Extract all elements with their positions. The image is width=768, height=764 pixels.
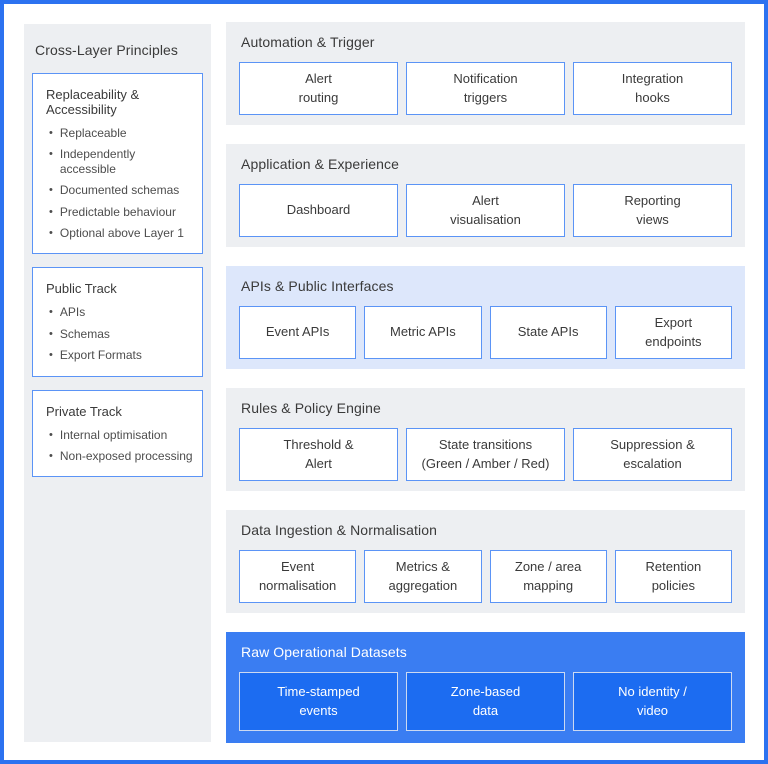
layer-title: Raw Operational Datasets (241, 644, 407, 660)
bullet-label: Non-exposed processing (59, 448, 193, 463)
bullet-item-internal-optimisation: • Internal optimisation (49, 428, 194, 442)
bullet-label: Schemas (59, 326, 110, 341)
bullet-item-predictable-behaviour: • Predictable behaviour (49, 205, 194, 219)
bullet-item-independently-accessible: • Independently accessible (49, 147, 194, 176)
bullet-marker-icon: • (49, 449, 53, 462)
bullet-marker-icon: • (49, 428, 53, 441)
bullet-item-export-formats: • Export Formats (49, 348, 194, 362)
bullet-item-non-exposed-processing: • Non-exposed processing (49, 449, 194, 463)
bullet-marker-icon: • (49, 205, 53, 218)
bullet-marker-icon: • (49, 327, 53, 340)
bullet-item-documented-schemas: • Documented schemas (49, 183, 194, 197)
principle-card-public-track: Public Track • APIs • Schemas • Export Formats (32, 267, 203, 377)
bullet-item-replaceable: • Replaceable (49, 126, 194, 140)
principle-card-private-track: Private Track • Internal optimisation • Non-… (32, 389, 203, 478)
card-title: Replaceability & Accessibility (46, 87, 140, 117)
bullet-label: Export Formats (59, 348, 142, 363)
box-metric-apis: Metric APIs (364, 306, 482, 359)
bullet-marker-icon: • (49, 127, 53, 139)
principle-card-replaceability-accessibility: Replaceability & Accessibility • Replaceab… (32, 73, 203, 255)
bullet-item-apis: • APIs (49, 305, 194, 319)
layer-title: Application & Experience (241, 156, 400, 172)
box-suppression-escalation: Suppression &escalation (573, 428, 732, 481)
box-event-apis: Event APIs (239, 306, 357, 359)
bullet-label: Replaceable (59, 126, 127, 140)
layer-title: Rules & Policy Engine (241, 400, 381, 416)
bullet-label: Optional above Layer 1 (59, 225, 184, 240)
layer-title: Automation & Trigger (241, 34, 375, 50)
box-state-apis: State APIs (489, 306, 607, 359)
layer-title: APIs & Public Interfaces (241, 278, 394, 294)
bullet-label: APIs (59, 305, 86, 320)
bullet-label: Documented schemas (59, 183, 180, 198)
box-state-transitions-green-amber-red: State transitions(Green / Amber / Red) (406, 428, 565, 481)
layer-title: Data Ingestion & Normalisation (241, 522, 437, 538)
bullet-marker-icon: • (49, 148, 53, 161)
box-threshold-alert: Threshold &Alert (239, 428, 398, 481)
bullet-marker-icon: • (49, 184, 53, 197)
bullet-item-optional-above-layer-1: • Optional above Layer 1 (49, 226, 194, 240)
box-no-identity-video: No identity /video (573, 672, 732, 731)
sidebar-title: Cross-Layer Principles (35, 42, 179, 58)
bullet-marker-icon: • (49, 349, 53, 362)
box-dashboard: Dashboard (239, 184, 398, 237)
card-title: Private Track (46, 403, 122, 419)
principle-card-list: Replaceability & Accessibility • Replaceab… (32, 73, 203, 478)
card-title: Public Track (46, 281, 117, 297)
cross-layer-principles-panel: Cross-Layer Principles Replaceability & … (24, 24, 211, 742)
bullet-item-schemas: • Schemas (49, 327, 194, 341)
bullet-marker-icon: • (49, 226, 53, 239)
bullet-label: Predictable behaviour (59, 204, 176, 219)
bullet-label: Internal optimisation (59, 427, 168, 442)
bullet-label: Independently accessible (59, 147, 136, 176)
box-metrics-aggregation: Metrics &aggregation (364, 550, 482, 603)
bullet-marker-icon: • (49, 306, 53, 319)
